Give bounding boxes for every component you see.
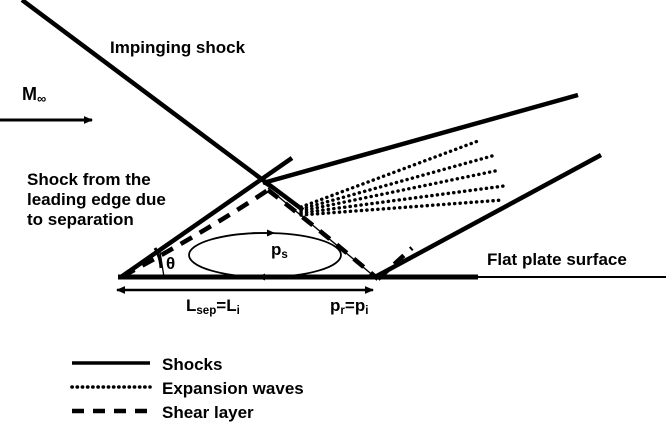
separation-shock-label-line2: leading edge due: [27, 190, 166, 210]
shear-layer-curve-outer: [376, 246, 414, 281]
expansion-wave-ray-5: [299, 198, 505, 217]
triangle-edge-upper-thin: [262, 182, 301, 208]
pr-symbol: p: [330, 296, 341, 315]
separation-pressure-label: ps: [271, 240, 288, 262]
pr-subscript: r: [340, 305, 345, 318]
recirculation-bubble: [188, 232, 342, 278]
legend-label-shocks: Shocks: [162, 355, 223, 374]
pi-subscript: i: [365, 305, 369, 318]
reattachment-shock-line: [373, 153, 603, 279]
impinging-shock-label: Impinging shock: [110, 38, 246, 57]
reattachment-pressure-label: pr=pi: [330, 296, 369, 318]
separation-shock-label-line1: Shock from the: [27, 170, 151, 189]
shear-layer-curve-descending: [266, 188, 380, 281]
lsep-equals: =L: [216, 296, 237, 315]
legend-label-shear-layer: Shear layer: [162, 403, 254, 422]
separation-shock-line: [119, 156, 294, 279]
expansion-wave-ray-2: [299, 154, 494, 211]
separation-shock-label-line3: to separation: [27, 210, 134, 230]
impinging-shock-line: [20, 0, 305, 212]
lsep-symbol: L: [186, 296, 197, 315]
flat-plate-surface-label: Flat plate surface: [487, 250, 627, 269]
theta-angle-arc: [153, 247, 163, 269]
expansion-wave-ray-3: [299, 168, 502, 213]
theta-angle-label: θ: [166, 254, 176, 273]
legend-label-expansion-waves: Expansion waves: [162, 379, 304, 398]
li-subscript: i: [236, 305, 240, 318]
mach-symbol: M: [22, 84, 37, 104]
reflected-shock-line: [262, 92, 579, 186]
expansion-wave-ray-1: [299, 139, 480, 209]
expansion-wave-ray-4: [299, 184, 506, 215]
ps-symbol: p: [271, 240, 282, 259]
shear-layer-curve: [121, 188, 270, 279]
expansion-fan-group: [299, 139, 506, 217]
freestream-mach-label: M∞: [22, 84, 47, 106]
separation-length-label: Lsep=Li: [186, 296, 240, 318]
mach-infinity-subscript: ∞: [37, 90, 47, 106]
ps-subscript: s: [281, 249, 288, 262]
lsep-subscript: sep: [196, 305, 217, 318]
pr-equals: =p: [344, 296, 366, 315]
theta-angle-leader: [159, 251, 165, 278]
